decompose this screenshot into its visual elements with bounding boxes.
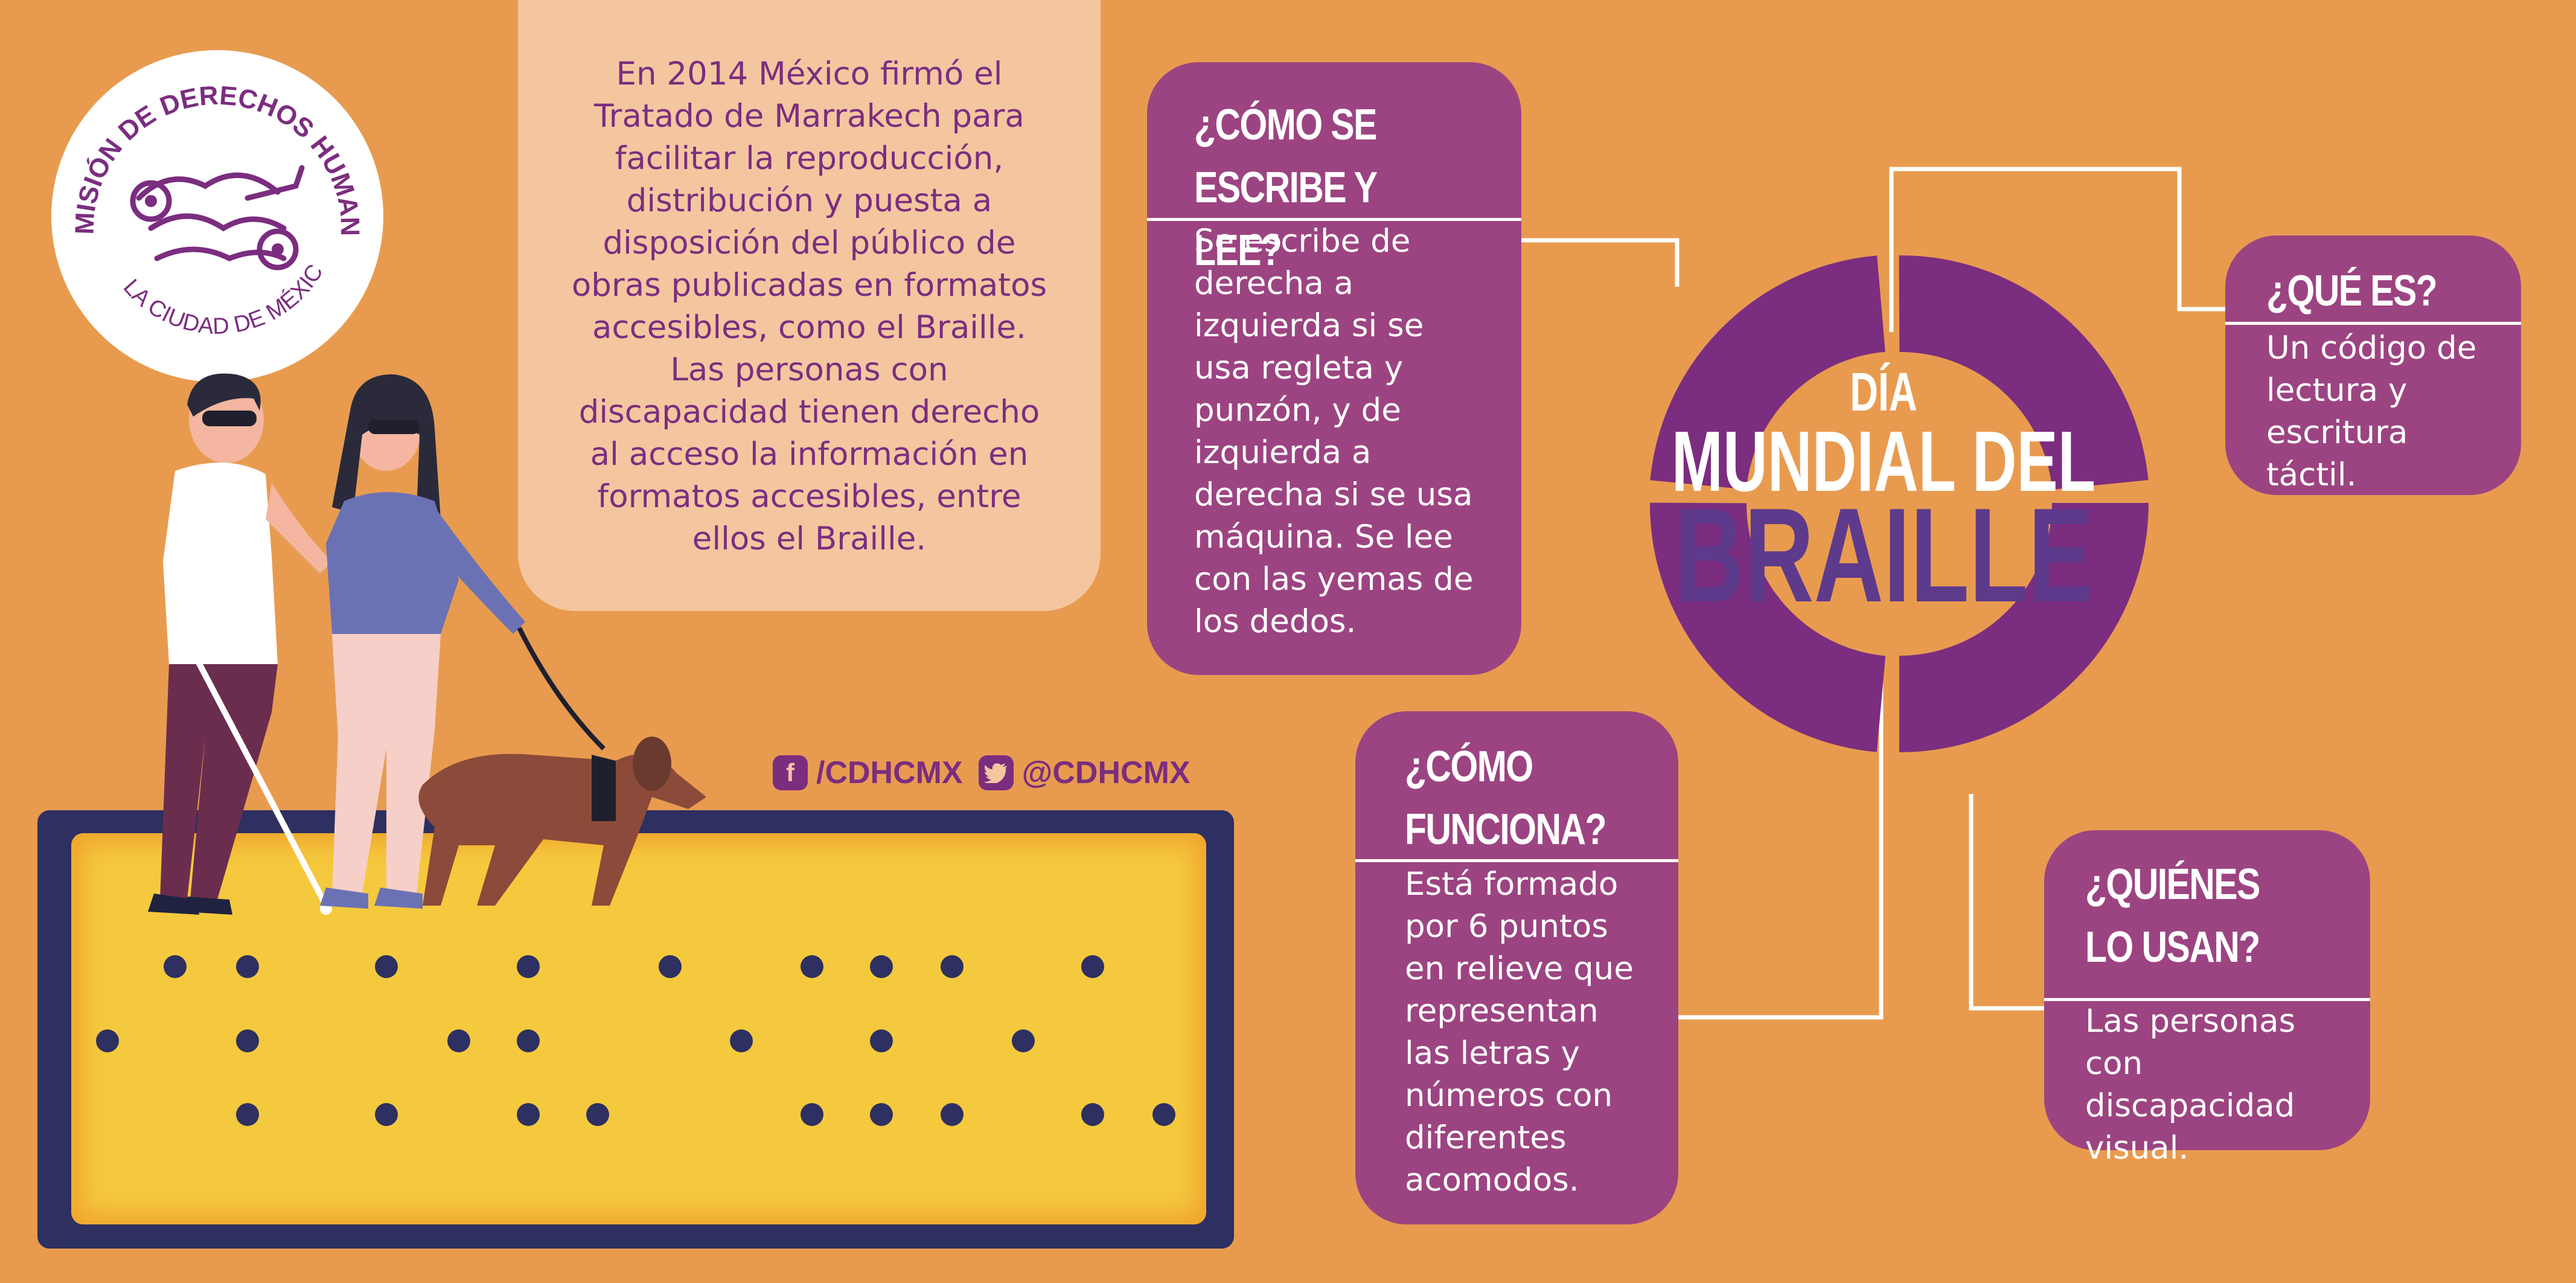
twitter-handle[interactable]: @CDHCMX	[978, 755, 1191, 791]
card-que-es-heading: ¿QUÉ ES?	[2266, 267, 2438, 315]
braille-dot	[236, 1029, 259, 1052]
braille-dot	[1152, 1103, 1175, 1126]
braille-dot	[870, 955, 893, 978]
card-como-funciona-heading: ¿CÓMO FUNCIONA?	[1405, 743, 1607, 854]
braille-dot	[517, 955, 540, 978]
card-que-es: ¿QUÉ ES? Un código de lectura y escritur…	[2225, 235, 2521, 495]
braille-dot	[517, 1103, 540, 1126]
braille-dot	[1081, 955, 1104, 978]
twitter-handle-label: @CDHCMX	[1021, 755, 1191, 790]
braille-dot	[870, 1029, 893, 1052]
card-como-funciona-body: Está formado por 6 puntos en relieve que…	[1405, 866, 1634, 1198]
card-que-es-body: Un código de lectura y escritura táctil.	[2266, 330, 2477, 493]
card-divider	[1355, 859, 1678, 862]
braille-dot	[375, 1103, 398, 1126]
braille-dot	[730, 1029, 753, 1052]
braille-dot	[236, 1103, 259, 1126]
card-como-se-escribe-heading: ¿CÓMO SE ESCRIBE Y LEE?	[1194, 101, 1377, 275]
intro-panel: En 2014 México firmó el Tratado de Marra…	[518, 0, 1101, 611]
braille-dot	[517, 1029, 540, 1052]
card-quienes-lo-usan-body: Las personas con discapacidad visual.	[2085, 1003, 2296, 1166]
braille-dot	[870, 1103, 893, 1126]
card-quienes-lo-usan: ¿QUIÉNES LO USAN? Las personas con disca…	[2044, 830, 2370, 1166]
braille-dot	[659, 955, 682, 978]
braille-dot	[801, 1103, 823, 1126]
braille-dot	[1081, 1103, 1104, 1126]
braille-dot	[447, 1029, 470, 1052]
card-divider	[2225, 322, 2521, 325]
braille-dot	[801, 955, 823, 978]
facebook-icon: f	[773, 755, 808, 790]
braille-dot	[375, 955, 398, 978]
braille-dot	[1012, 1029, 1035, 1052]
social-handles: f /CDHCMX @CDHCMX	[773, 752, 1191, 794]
braille-dot	[941, 955, 964, 978]
title-line-2: MUNDIAL DEL	[1671, 414, 2096, 510]
title-line-1: DÍA	[1850, 362, 1917, 423]
card-como-funciona: ¿CÓMO FUNCIONA? Está formado por 6 punto…	[1355, 711, 1678, 1224]
braille-dot	[586, 1103, 609, 1126]
card-como-se-escribe-body: Se escribe de derecha a izquierda si se …	[1194, 223, 1474, 640]
braille-dot	[236, 955, 259, 978]
card-divider	[1147, 218, 1521, 221]
card-como-se-escribe: ¿CÓMO SE ESCRIBE Y LEE? Se escribe de de…	[1147, 62, 1521, 675]
braille-board	[71, 833, 1206, 1224]
twitter-icon	[978, 755, 1014, 790]
braille-dot	[96, 1029, 119, 1052]
braille-dot	[941, 1103, 964, 1126]
diagram-ring	[1509, 151, 2294, 1057]
cdhcm-logo: COMISIÓN DE DERECHOS HUMANOS DE LA CIUDA…	[38, 24, 386, 385]
braille-dot	[164, 955, 187, 978]
card-quienes-lo-usan-heading: ¿QUIÉNES LO USAN?	[2085, 860, 2260, 971]
facebook-handle-label: /CDHCMX	[816, 755, 963, 790]
facebook-handle[interactable]: f /CDHCMX	[773, 755, 963, 791]
title-line-3: BRAILLE	[1674, 481, 2093, 630]
intro-text: En 2014 México firmó el Tratado de Marra…	[571, 56, 1047, 557]
people-with-guide-dog-illustration	[72, 362, 737, 954]
card-divider	[2044, 998, 2370, 1001]
